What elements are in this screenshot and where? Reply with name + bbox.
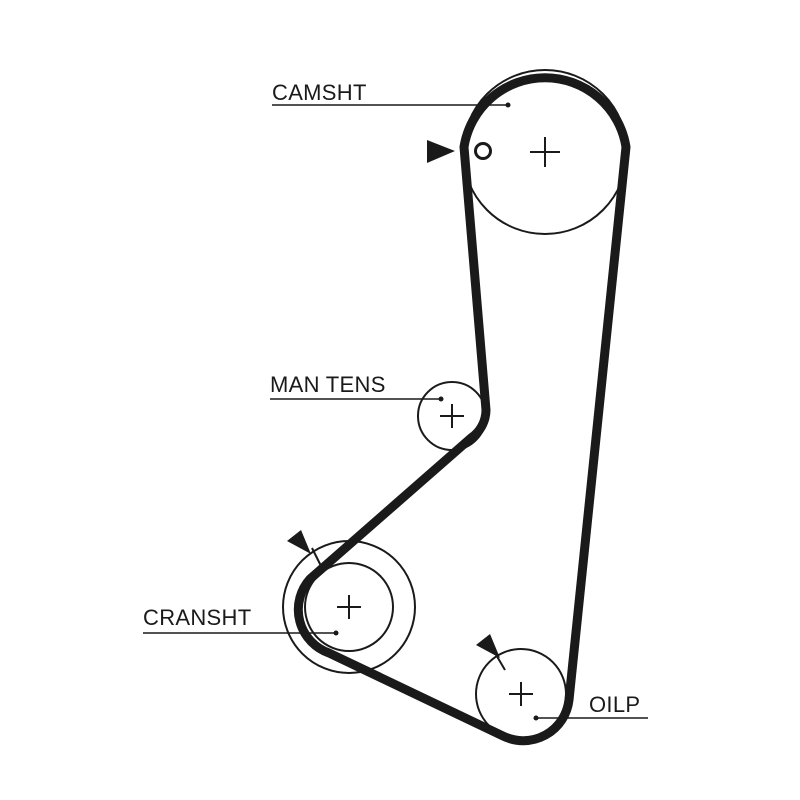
camshaft-label: CAMSHT [272, 80, 367, 105]
crankshaft-timing-arrow-icon [287, 530, 311, 554]
tensioner-leader-dot [438, 396, 444, 402]
camshaft-timing-mark-icon [474, 142, 492, 160]
oil-pump-timing-arrow-icon [476, 634, 500, 658]
oil-pump-label: OILP [589, 692, 640, 717]
crankshaft-pulley [282, 540, 416, 674]
leader-lines [143, 102, 648, 721]
camshaft-leader-dot [505, 102, 511, 108]
crankshaft-label: CRANSHT [143, 605, 251, 630]
camshaft-pulley [462, 69, 628, 235]
crankshaft-timing-tick [311, 547, 322, 567]
camshaft-timing-arrow-icon [427, 140, 455, 163]
crankshaft-inner-ring [304, 562, 394, 652]
timing-belt [293, 73, 631, 746]
crankshaft-leader-dot [333, 630, 339, 636]
oil-pump-leader-dot [533, 715, 539, 721]
manual-tensioner-label: MAN TENS [270, 372, 386, 397]
